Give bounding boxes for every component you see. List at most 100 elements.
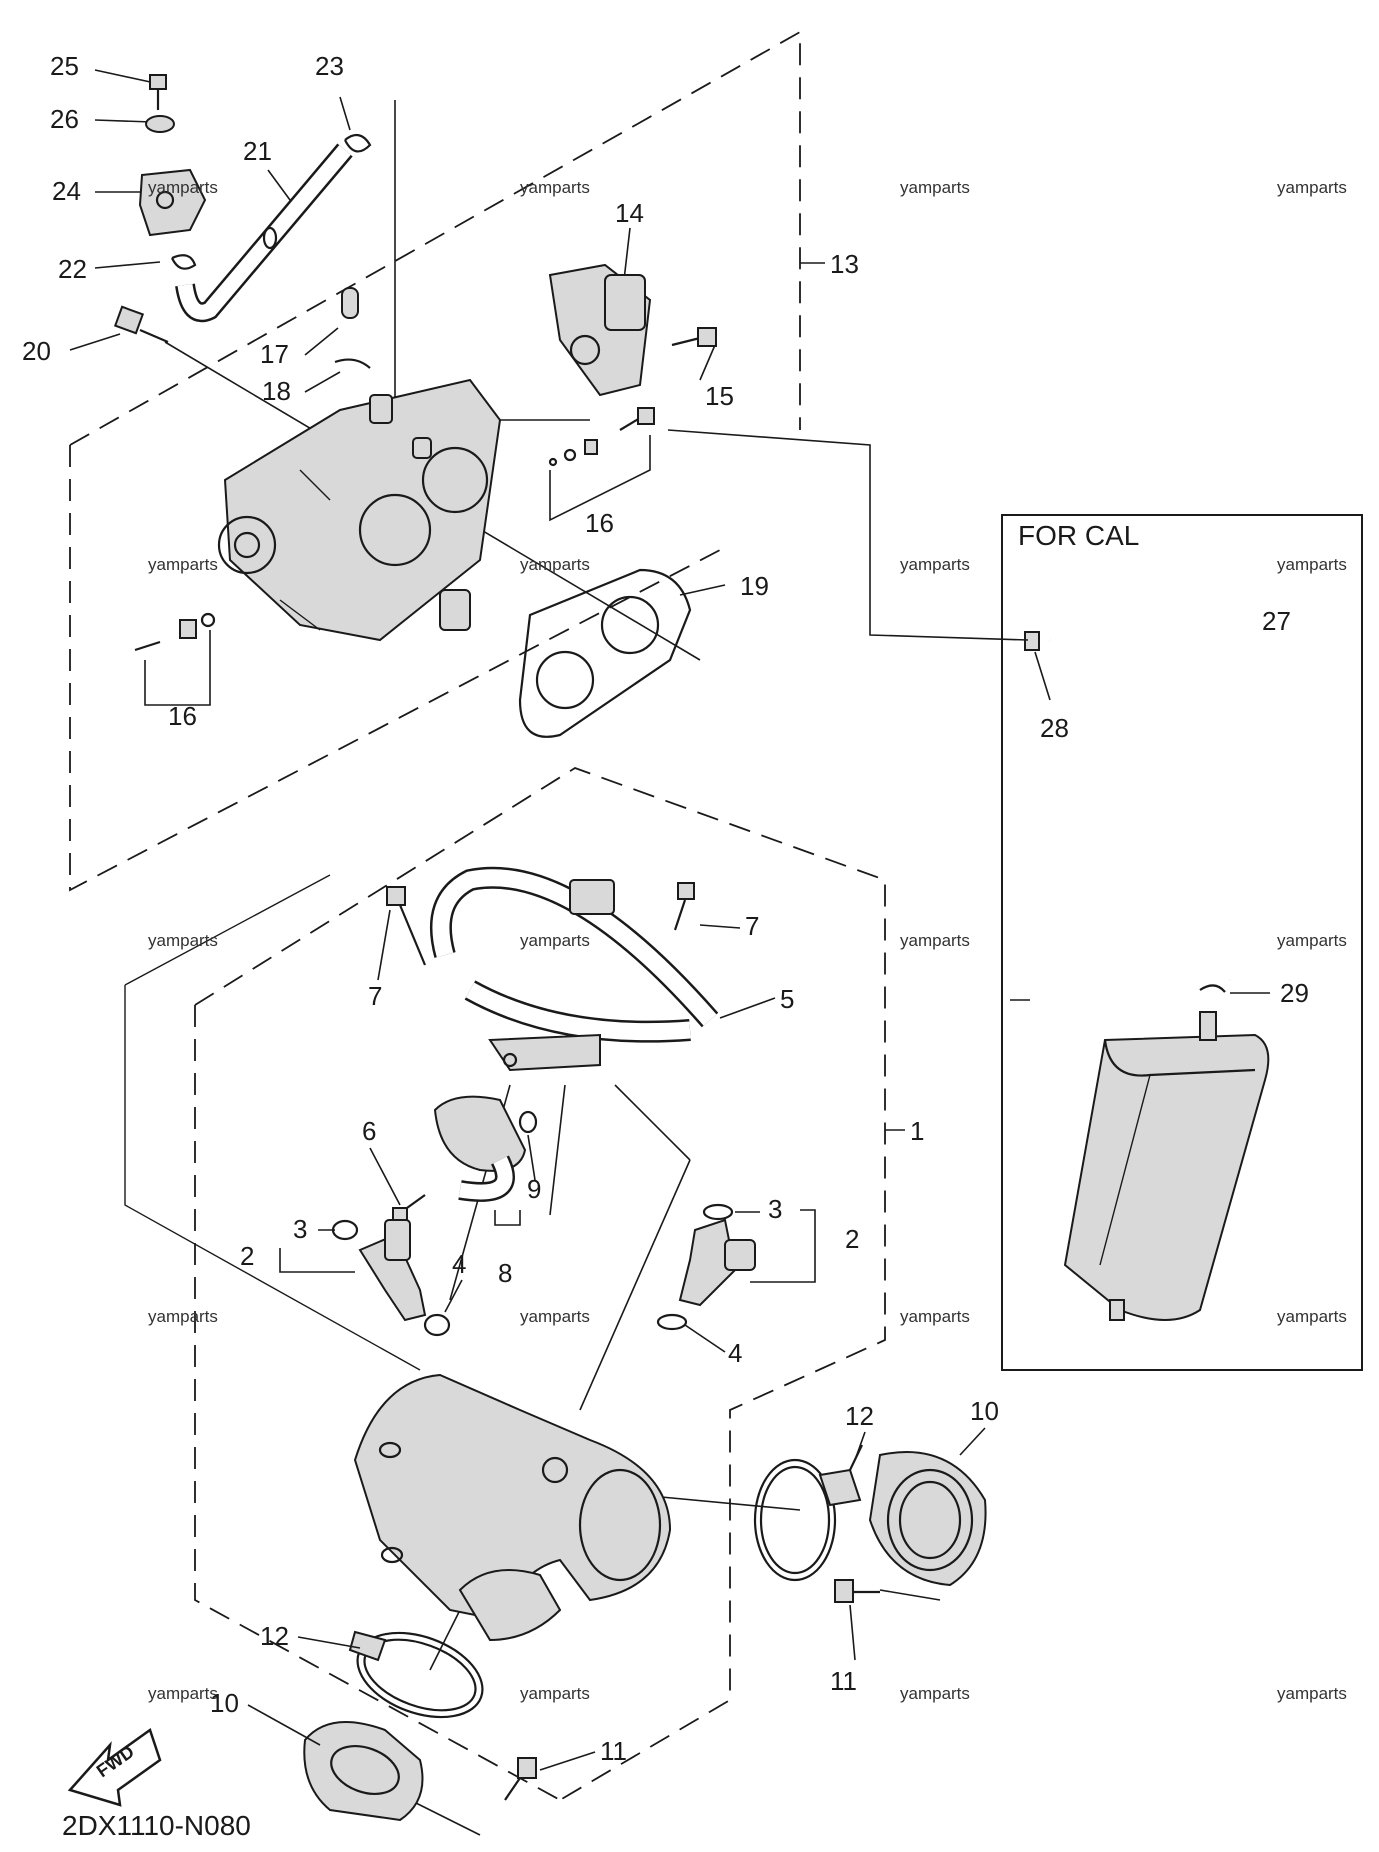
part-sensor-14 bbox=[548, 263, 652, 397]
callout-7-right: 7 bbox=[745, 911, 759, 941]
callout-10-lower: 10 bbox=[210, 1688, 239, 1718]
part-screw-20 bbox=[113, 305, 169, 344]
callout-29: 29 bbox=[1280, 978, 1309, 1008]
part-bolt-25 bbox=[149, 74, 167, 110]
callout-14: 14 bbox=[615, 198, 644, 228]
bracket-8 bbox=[494, 1210, 521, 1226]
part-washer-26 bbox=[145, 115, 175, 133]
part-sensor-24 bbox=[138, 168, 207, 237]
part-hose-21 bbox=[175, 143, 353, 323]
watermark: yamparts bbox=[520, 178, 590, 197]
watermark: yamparts bbox=[1277, 931, 1347, 950]
callout-1: 1 bbox=[910, 1116, 924, 1146]
outline-flange-1 bbox=[124, 874, 421, 1371]
callout-18: 18 bbox=[262, 376, 291, 406]
callout-6: 6 bbox=[362, 1116, 376, 1146]
callout-3-right: 3 bbox=[768, 1194, 782, 1224]
callout-11-lower: 11 bbox=[600, 1736, 627, 1766]
watermark: yamparts bbox=[148, 1684, 218, 1703]
callout-28: 28 bbox=[1040, 713, 1069, 743]
assembly-outline-1 bbox=[194, 767, 905, 1801]
callout-10-right: 10 bbox=[970, 1396, 999, 1426]
callout-4-right: 4 bbox=[728, 1338, 742, 1368]
part-injector-2b bbox=[656, 1203, 756, 1331]
part-joint-10b bbox=[303, 1721, 424, 1822]
part-bolt-7a bbox=[386, 886, 427, 966]
callout-27: 27 bbox=[1262, 606, 1291, 636]
part-bolt-11b bbox=[504, 1757, 537, 1801]
callout-3-left: 3 bbox=[293, 1214, 307, 1244]
assembly-outline-13 bbox=[69, 30, 825, 892]
part-bolt-7b bbox=[673, 882, 695, 931]
leader-lines bbox=[69, 69, 1030, 1836]
watermark: yamparts bbox=[1277, 1307, 1347, 1326]
callout-16-upper: 16 bbox=[585, 508, 614, 538]
part-screw-15 bbox=[671, 327, 717, 347]
callout-25: 25 bbox=[50, 51, 79, 81]
part-clamp-12b bbox=[348, 1630, 484, 1719]
watermark: yamparts bbox=[900, 178, 970, 197]
callout-17: 17 bbox=[260, 339, 289, 369]
callout-12-right: 12 bbox=[845, 1401, 874, 1431]
callout-4-left: 4 bbox=[452, 1249, 466, 1279]
callout-21: 21 bbox=[243, 136, 272, 166]
part-screw-group-16a bbox=[548, 407, 655, 522]
callout-11-right: 11 bbox=[830, 1666, 857, 1696]
callout-2-left: 2 bbox=[240, 1241, 254, 1271]
watermark: yamparts bbox=[1277, 555, 1347, 574]
part-intake-manifold bbox=[353, 1373, 672, 1642]
callout-12-lower: 12 bbox=[260, 1621, 289, 1651]
callout-labels: 25 26 24 22 20 23 21 17 18 14 13 15 16 1… bbox=[22, 51, 1309, 1766]
watermark: yamparts bbox=[520, 931, 590, 950]
watermarks: yamparts yamparts yamparts yamparts yamp… bbox=[148, 178, 1347, 1703]
callout-15: 15 bbox=[705, 381, 734, 411]
callout-26: 26 bbox=[50, 104, 79, 134]
callout-leaders-extra bbox=[247, 909, 986, 1771]
callout-8: 8 bbox=[498, 1258, 512, 1288]
watermark: yamparts bbox=[900, 555, 970, 574]
part-fuel-hose-5 bbox=[429, 866, 719, 1072]
part-pressure-regulator bbox=[433, 1095, 538, 1202]
for-cal-inset: FOR CAL bbox=[1001, 514, 1363, 1371]
diagram-code: 2DX1110-N080 bbox=[62, 1810, 251, 1841]
watermark: yamparts bbox=[520, 1684, 590, 1703]
callout-24: 24 bbox=[52, 176, 81, 206]
watermark: yamparts bbox=[148, 1307, 218, 1326]
part-screw-group-16b bbox=[134, 612, 216, 706]
callout-23: 23 bbox=[315, 51, 344, 81]
watermark: yamparts bbox=[900, 1684, 970, 1703]
callout-9: 9 bbox=[527, 1174, 541, 1204]
part-throttle-body bbox=[217, 378, 502, 642]
callout-16-lower: 16 bbox=[168, 701, 197, 731]
watermark: yamparts bbox=[1277, 1684, 1347, 1703]
callout-2-right: 2 bbox=[845, 1224, 859, 1254]
part-clip-18 bbox=[334, 358, 371, 369]
part-injector-2a bbox=[331, 1219, 427, 1322]
part-clip-22 bbox=[171, 254, 197, 270]
watermark: yamparts bbox=[520, 555, 590, 574]
bracket-2-right bbox=[750, 1209, 816, 1283]
watermark: yamparts bbox=[900, 1307, 970, 1326]
part-clip-23 bbox=[344, 133, 372, 153]
watermark: yamparts bbox=[900, 931, 970, 950]
watermark: yamparts bbox=[148, 178, 218, 197]
callout-7-left: 7 bbox=[368, 981, 382, 1011]
bracket-2-left bbox=[279, 1248, 355, 1273]
callout-5: 5 bbox=[780, 984, 794, 1014]
inset-title: FOR CAL bbox=[1018, 520, 1139, 551]
fwd-arrow-icon: FWD bbox=[67, 1727, 162, 1807]
watermark: yamparts bbox=[1277, 178, 1347, 197]
callout-13: 13 bbox=[830, 249, 859, 279]
part-gasket-19 bbox=[518, 568, 692, 738]
watermark: yamparts bbox=[520, 1307, 590, 1326]
part-clamp-12a bbox=[753, 1444, 863, 1582]
part-bolt-11a bbox=[834, 1579, 880, 1603]
watermark: yamparts bbox=[148, 931, 218, 950]
watermark: yamparts bbox=[148, 555, 218, 574]
part-cap-17 bbox=[341, 287, 359, 319]
part-oring-4a bbox=[423, 1313, 451, 1337]
callout-19: 19 bbox=[740, 571, 769, 601]
part-joint-10a bbox=[868, 1451, 987, 1587]
callout-22: 22 bbox=[58, 254, 87, 284]
